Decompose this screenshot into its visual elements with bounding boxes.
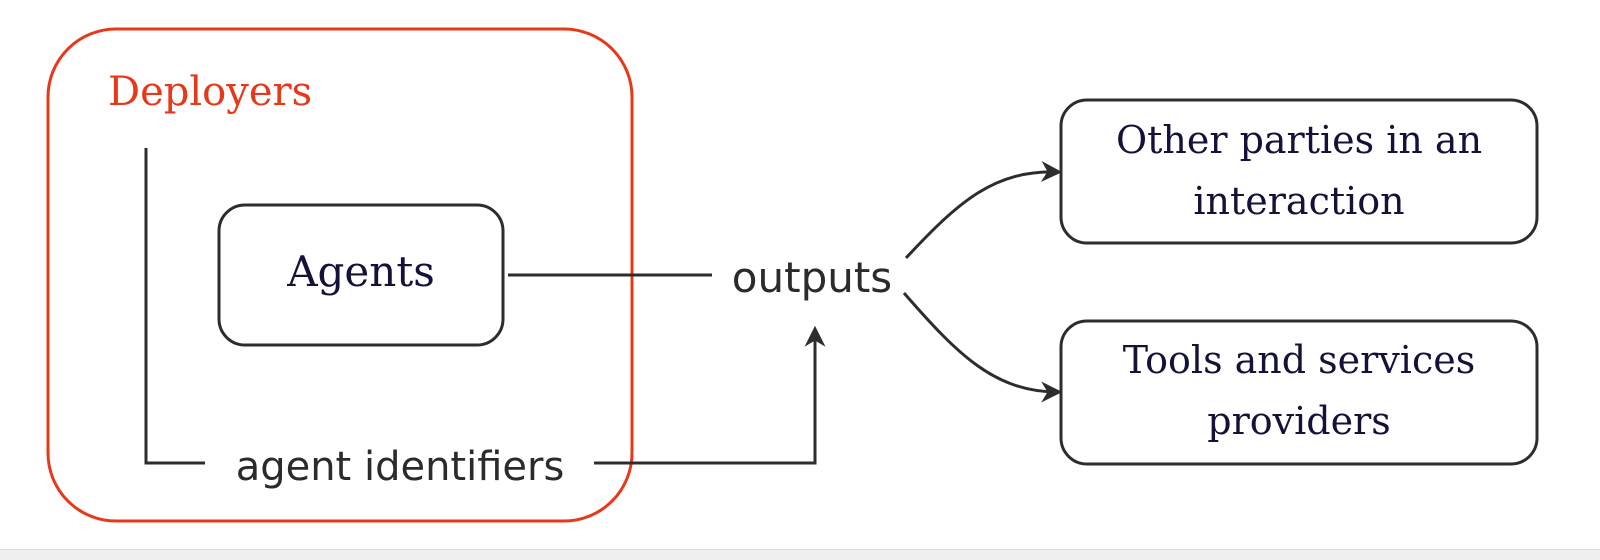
tools-services-box [1059, 319, 1539, 466]
other-parties-line2: interaction [1193, 179, 1404, 223]
agents-label: Agents [286, 247, 435, 296]
deployer-identifier-connector [144, 148, 205, 465]
bottom-strip [0, 549, 1600, 560]
tools-services-line1: Tools and services [1123, 338, 1475, 382]
agent-identifiers-label: agent identifiers [236, 444, 565, 490]
tools-services-line2: providers [1207, 399, 1390, 443]
other-parties-box [1059, 98, 1539, 245]
identifiers-outputs-arrow [594, 325, 826, 465]
agents-box [217, 203, 505, 347]
other-parties-line1: Other parties in an [1116, 118, 1482, 162]
outputs-to-other-parties-arrow [904, 160, 1063, 260]
outputs-to-tools-arrow [902, 292, 1063, 403]
deployers-label: Deployers [108, 69, 312, 115]
outputs-label: outputs [732, 253, 892, 302]
